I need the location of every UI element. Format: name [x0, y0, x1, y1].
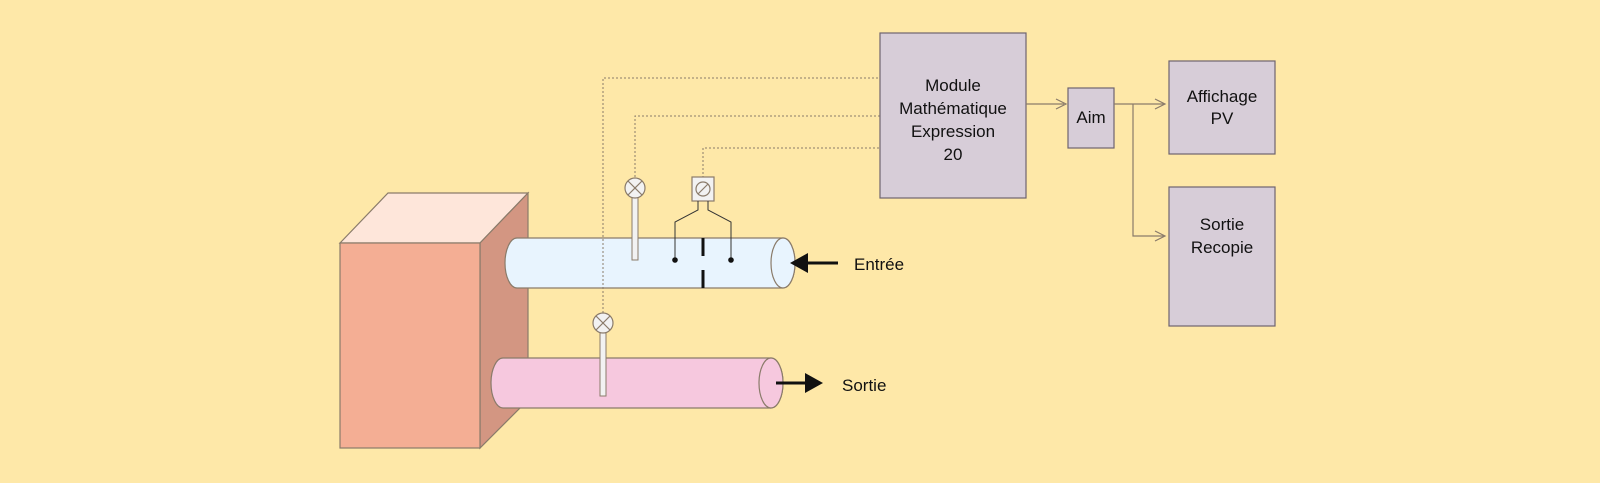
inlet-temperature-sensor	[624, 177, 646, 261]
arrow-left-icon	[790, 253, 838, 273]
outlet-temperature-sensor	[592, 312, 614, 397]
arrow-right-icon	[776, 373, 823, 393]
sortie-recopie-line-1: Sortie	[1200, 215, 1244, 234]
connector-module-aim	[1026, 98, 1068, 110]
block-front-face	[339, 242, 481, 449]
inlet-label: Entrée	[854, 255, 904, 274]
math-module-line-2: Mathématique	[899, 99, 1007, 118]
outlet-pipe	[490, 357, 784, 409]
math-module-line-4: 20	[944, 145, 963, 164]
math-module-line-3: Expression	[911, 122, 995, 141]
aim-label: Aim	[1076, 108, 1105, 127]
sortie-recopie-box: Sortie Recopie	[1168, 186, 1276, 327]
temperature-sensor-icon	[592, 312, 614, 334]
aim-box: Aim	[1067, 87, 1115, 149]
connector-aim-outputs	[1114, 98, 1167, 242]
signal-line-inlet-temp	[634, 115, 880, 177]
math-module-line-1: Module	[925, 76, 981, 95]
flow-measurement	[672, 176, 734, 288]
math-module-box: Module Mathématique Expression 20	[879, 32, 1027, 199]
temperature-sensor-icon	[624, 177, 646, 199]
sortie-recopie-line-2: Recopie	[1191, 238, 1253, 257]
signal-lines	[602, 77, 880, 313]
affichage-line-1: Affichage	[1187, 87, 1258, 106]
outlet-label: Sortie	[842, 376, 886, 395]
pressure-transmitter-icon	[691, 176, 715, 202]
affichage-line-2: PV	[1211, 109, 1234, 128]
signal-line-pressure	[702, 147, 880, 178]
affichage-pv-box: Affichage PV	[1168, 60, 1276, 155]
heat-exchanger-block	[338, 191, 530, 450]
inlet-pipe	[504, 237, 796, 289]
